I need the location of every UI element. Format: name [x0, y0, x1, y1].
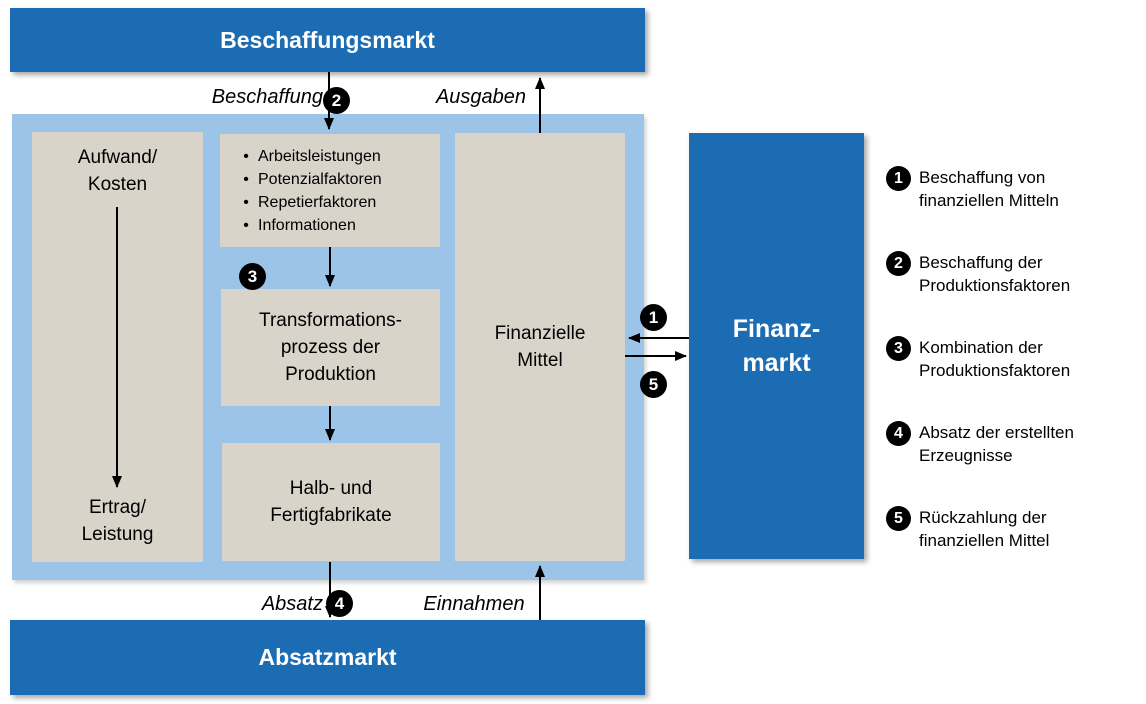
list-item: Informationen	[234, 214, 440, 237]
finanzielle-mittel-box: Finanzielle Mittel	[455, 133, 625, 561]
step-badge-5: 5	[640, 371, 667, 398]
transformation-process-box: Transformations- prozess der Produktion	[221, 289, 440, 406]
flow-label-beschaffung: Beschaffung	[211, 86, 323, 108]
legend-item-3: 3 Kombination der Produktionsfaktoren	[886, 336, 1142, 382]
aufwand-kosten-label: Aufwand/ Kosten	[77, 147, 158, 195]
flow-label-ausgaben: Ausgaben	[435, 86, 527, 108]
legend-badge-2: 2	[886, 251, 911, 276]
list-item: Repetierfaktoren	[234, 191, 440, 214]
step-badge-4: 4	[326, 590, 353, 617]
list-item: Potenzialfaktoren	[234, 168, 440, 191]
flow-label-absatz: Absatz	[261, 593, 323, 615]
flow-label-einnahmen: Einnahmen	[423, 593, 525, 615]
ertrag-leistung-label: Ertrag/ Leistung	[81, 497, 154, 545]
halbfabrikate-box: Halb- und Fertigfabrikate	[222, 443, 440, 561]
legend: 1 Beschaffung von finanziellen Mitteln 2…	[886, 166, 1142, 552]
absatzmarkt-bar: Absatzmarkt	[10, 620, 645, 695]
list-item: Arbeitsleistungen	[234, 145, 440, 168]
step-badge-3: 3	[239, 263, 266, 290]
aufwand-ertrag-box: Aufwand/ Kosten Ertrag/ Leistung	[32, 132, 203, 562]
step-badge-2: 2	[323, 87, 350, 114]
legend-badge-4: 4	[886, 421, 911, 446]
legend-badge-5: 5	[886, 506, 911, 531]
absatzmarkt-title: Absatzmarkt	[258, 644, 397, 670]
beschaffungsmarkt-bar: Beschaffungsmarkt	[10, 8, 645, 72]
beschaffungsmarkt-title: Beschaffungsmarkt	[220, 26, 435, 53]
legend-badge-3: 3	[886, 336, 911, 361]
legend-badge-1: 1	[886, 166, 911, 191]
production-factors-box: Arbeitsleistungen Potenzialfaktoren Repe…	[220, 134, 440, 247]
finanzmarkt-box: Finanz- markt	[689, 133, 864, 559]
legend-item-1: 1 Beschaffung von finanziellen Mitteln	[886, 166, 1142, 212]
legend-item-5: 5 Rückzahlung der finanziellen Mittel	[886, 506, 1142, 552]
step-badge-1: 1	[640, 304, 667, 331]
legend-item-4: 4 Absatz der erstellten Erzeugnisse	[886, 421, 1142, 467]
legend-item-2: 2 Beschaffung der Produktionsfaktoren	[886, 251, 1142, 297]
